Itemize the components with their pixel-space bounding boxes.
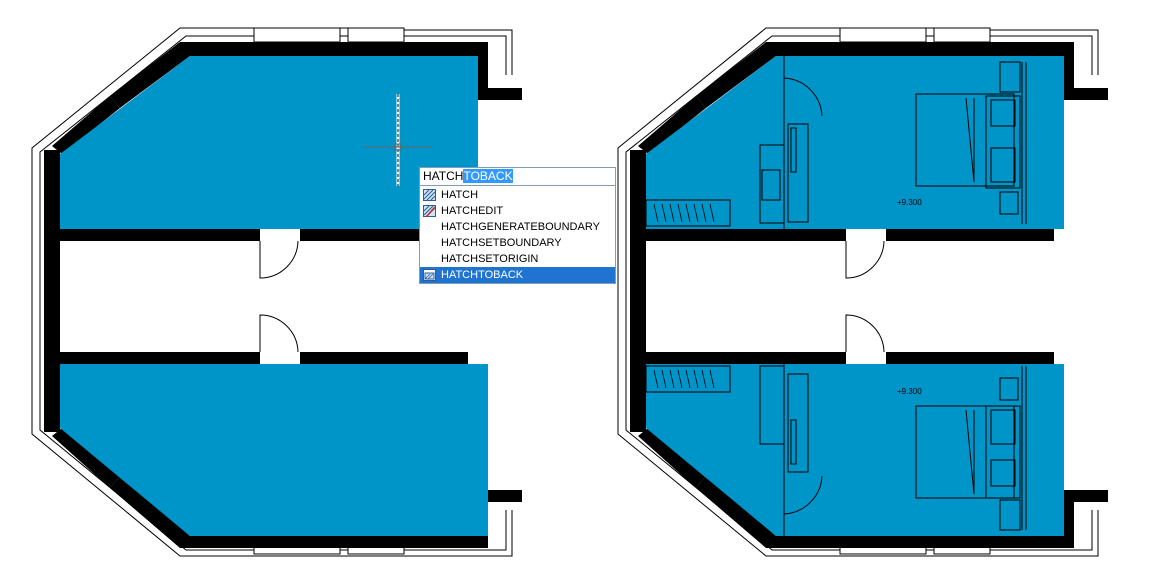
right-wall-bottom [696,476,1108,548]
command-suggested-text: TOBACK [463,169,513,183]
suggestion-label: HATCHSETORIGIN [441,253,539,265]
cursor-pickbox [394,143,402,151]
right-partition-upper [642,229,846,241]
left-outer-outline [31,27,513,557]
lower-room-furniture [645,364,1027,536]
right-window-top-2 [933,27,991,43]
right-outer-outline [617,27,1099,557]
suggestion-list[interactable]: HATCH HATCHEDIT HATCHGENERATEBOUNDARY HA… [420,186,615,283]
left-partition-upper [56,229,260,241]
right-wall-diag-top [638,96,706,154]
upper-bed [915,93,1015,187]
right-hatch-upper [646,56,1064,229]
left-hatch-upper [60,56,478,229]
suggestion-hatchsetorigin[interactable]: HATCHSETORIGIN [420,251,615,267]
left-wall-top [110,42,522,108]
right-outer-outline-inner [625,35,1093,551]
left-door-upper [259,240,299,279]
left-partition-lower-r [300,352,468,364]
hatchtoback-icon [423,269,436,281]
left-hatch-lower [60,364,488,536]
left-plan [31,27,522,557]
right-partition-lower-r [886,352,1054,364]
upper-room-level: +9.300 [897,198,922,207]
right-window-top-1 [839,27,927,43]
upper-closet [645,199,731,227]
suggestion-hatchsetboundary[interactable]: HATCHSETBOUNDARY [420,235,615,251]
lower-closet [645,365,731,393]
left-window-top-1 [253,27,341,43]
right-door-lower [845,314,885,353]
right-door-upper [845,240,885,279]
lower-bed [915,405,1015,499]
hatchedit-icon [423,205,436,217]
upper-wardrobe-tall [787,123,809,223]
upper-room-furniture [645,56,1027,229]
left-wall-west [44,150,60,432]
suggestion-hatchgenerateboundary[interactable]: HATCHGENERATEBOUNDARY [420,219,615,235]
command-autocomplete[interactable]: HATCHTOBACK HATCH HATCHEDIT HATCHGENERAT… [419,167,616,284]
right-partition-upper-r [886,229,1054,241]
right-partition-lower [642,352,846,364]
lower-headboard-panel [985,405,1021,499]
command-typed-text: HATCH [423,169,464,183]
lower-wardrobe-tall [787,373,809,473]
lower-room-level: +9.300 [897,387,922,396]
lower-desk [759,365,785,445]
suggestion-hatchtoback[interactable]: HATCHTOBACK [420,267,615,283]
left-door-lower [259,314,299,353]
suggestion-label: HATCHTOBACK [441,269,524,281]
suggestion-label: HATCHSETBOUNDARY [441,237,562,249]
left-outer-outline-inner [39,35,507,551]
left-wall-diag-top [52,96,120,154]
lower-wall-cabinet [999,499,1021,531]
left-window-top-2 [347,27,405,43]
left-wall-diag-bot [52,428,120,488]
suggestion-hatchedit[interactable]: HATCHEDIT [420,203,615,219]
left-wall-bottom [110,476,522,548]
right-wall-west [630,150,646,432]
right-wall-diag-bot [638,428,706,488]
suggestion-hatch[interactable]: HATCH [420,187,615,203]
upper-desk [759,144,785,224]
right-hatch-lower [646,364,1064,536]
hatch-icon [423,189,436,201]
right-wall-top [696,42,1108,108]
suggestion-label: HATCHEDIT [441,205,504,217]
right-plan: +9.300 +9.300 [617,27,1108,557]
upper-wall-cabinet [999,61,1021,93]
upper-headboard-panel [985,95,1021,189]
suggestion-label: HATCHGENERATEBOUNDARY [441,221,600,233]
left-partition-lower [56,352,260,364]
suggestion-label: HATCH [441,189,479,201]
command-input[interactable]: HATCHTOBACK [420,168,615,186]
